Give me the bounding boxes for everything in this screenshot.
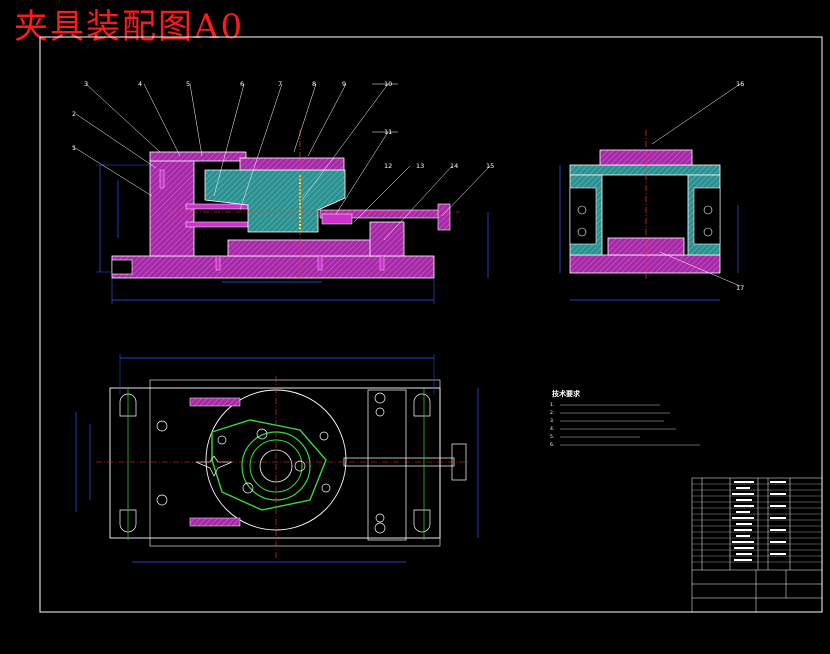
- front-top-plate: [149, 151, 247, 162]
- callout-2: 2: [72, 110, 76, 118]
- callout-7: 7: [278, 80, 282, 88]
- leader-lines: [71, 83, 741, 287]
- callout-10: 10: [384, 80, 392, 88]
- top-base-outline: [109, 387, 441, 539]
- parts-list-rows: [692, 483, 822, 563]
- note-line-5: 5.: [550, 434, 554, 440]
- callout-11: 11: [384, 128, 392, 136]
- callout-15: 15: [486, 162, 494, 170]
- callout-labels: 1 2 3 4 5 6 7 8 9 10 11 12 13 14 15 16 1…: [72, 80, 744, 292]
- front-knob: [437, 203, 451, 231]
- callout-14: 14: [450, 162, 458, 170]
- note-line-6: 6.: [550, 442, 554, 448]
- callout-17: 17: [736, 284, 744, 292]
- callout-8: 8: [312, 80, 316, 88]
- callout-9: 9: [342, 80, 346, 88]
- drawing-title: 夹具装配图A0: [14, 7, 245, 47]
- top-green-plate: [211, 419, 327, 511]
- callout-3: 3: [84, 80, 88, 88]
- side-base: [569, 254, 721, 274]
- front-bushing-body: [204, 169, 346, 233]
- note-line-1: 1.: [550, 402, 554, 408]
- front-view: [96, 130, 489, 304]
- callout-4: 4: [138, 80, 142, 88]
- title-block: [691, 477, 823, 613]
- callout-1: 1: [72, 144, 76, 152]
- callout-16: 16: [736, 80, 744, 88]
- notes-heading: 技术要求: [552, 389, 581, 398]
- callout-5: 5: [186, 80, 190, 88]
- note-line-4: 4.: [550, 426, 554, 432]
- technical-notes: 技术要求 1. 2. 3. 4. 5. 6.: [550, 389, 700, 448]
- drawing-border: [39, 36, 823, 613]
- top-view: [75, 354, 479, 563]
- callout-13: 13: [416, 162, 424, 170]
- side-view: [559, 130, 739, 301]
- callout-12: 12: [384, 162, 392, 170]
- callout-6: 6: [240, 80, 244, 88]
- front-base-plate: [111, 255, 435, 279]
- note-line-2: 2.: [550, 410, 554, 416]
- note-line-3: 3.: [550, 418, 554, 424]
- parts-list-smudges: [732, 481, 786, 561]
